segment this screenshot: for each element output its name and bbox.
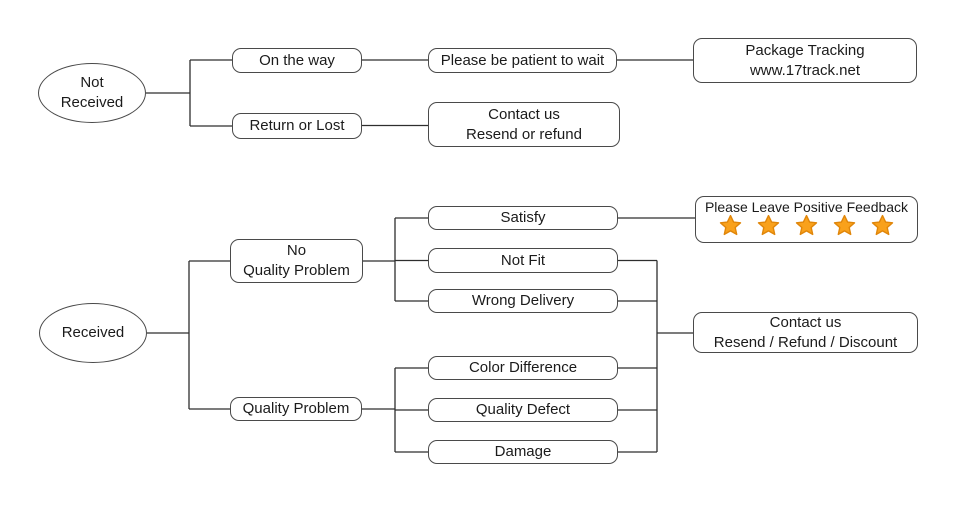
node-please-be-patient: Please be patient to wait [428,48,617,73]
node-not-received: Not Received [38,63,146,123]
star-rating [718,214,895,238]
positive-feedback-label: Please Leave Positive Feedback [704,199,909,215]
node-received: Received [39,303,147,363]
node-damage: Damage [428,440,618,464]
node-contact-resend-refund: Contact us Resend or refund [428,102,620,147]
star-icon [795,214,818,236]
star-icon [871,214,894,236]
node-on-the-way: On the way [232,48,362,73]
node-positive-feedback: Please Leave Positive Feedback [695,196,918,243]
node-package-tracking: Package Tracking www.17track.net [693,38,917,83]
node-satisfy: Satisfy [428,206,618,230]
node-return-or-lost: Return or Lost [232,113,362,139]
node-color-difference: Color Difference [428,356,618,380]
star-icon [757,214,780,236]
node-quality-problem: Quality Problem [230,397,362,421]
node-wrong-delivery: Wrong Delivery [428,289,618,313]
node-quality-defect: Quality Defect [428,398,618,422]
node-contact-resend-refund-discount: Contact us Resend / Refund / Discount [693,312,918,353]
star-icon [719,214,742,236]
node-not-fit: Not Fit [428,248,618,273]
node-no-quality-problem: No Quality Problem [230,239,363,283]
star-icon [833,214,856,236]
